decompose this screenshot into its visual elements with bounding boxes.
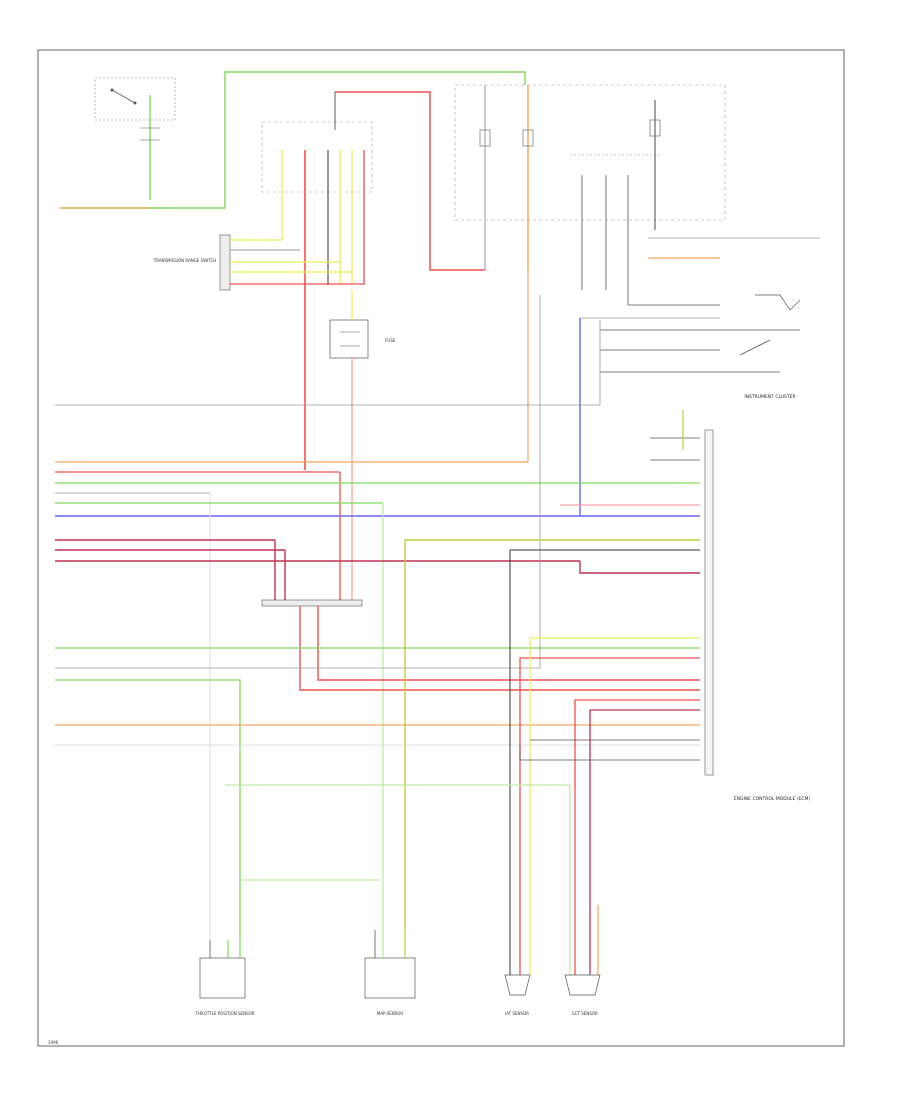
left-harness-wires [55,270,700,940]
map-sensor-label: MAP SENSOR [377,1011,404,1016]
ect-sensor [564,974,601,996]
instrument-cluster-pins [580,237,820,373]
footer-label: 1996 [48,1040,59,1045]
instrument-cluster-label: INSTRUMENT CLUSTER [744,394,795,400]
iat-sensor-label: IAT SENSOR [505,1011,529,1016]
splice-connector [261,599,363,607]
throttle-sensor-label: THROTTLE POSITION SENSOR [194,1011,254,1016]
top-left-switch [94,77,176,200]
fuse-label: FUSE [385,338,396,343]
fuse-block [329,290,369,359]
transmission-connector [219,234,364,291]
diagram-border [37,49,845,1047]
map-sensor [364,930,416,999]
transmission-range-label: TRANSMISSION RANGE SWITCH [153,258,217,263]
ecm-connector [704,429,714,776]
ecm-label: ENGINE CONTROL MODULE (ECM) [734,796,811,802]
ect-sensor-label: ECT SENSOR [572,1011,598,1016]
fuse-relay-box [454,84,726,221]
throttle-position-sensor [199,940,246,999]
iat-sensor [504,974,531,996]
